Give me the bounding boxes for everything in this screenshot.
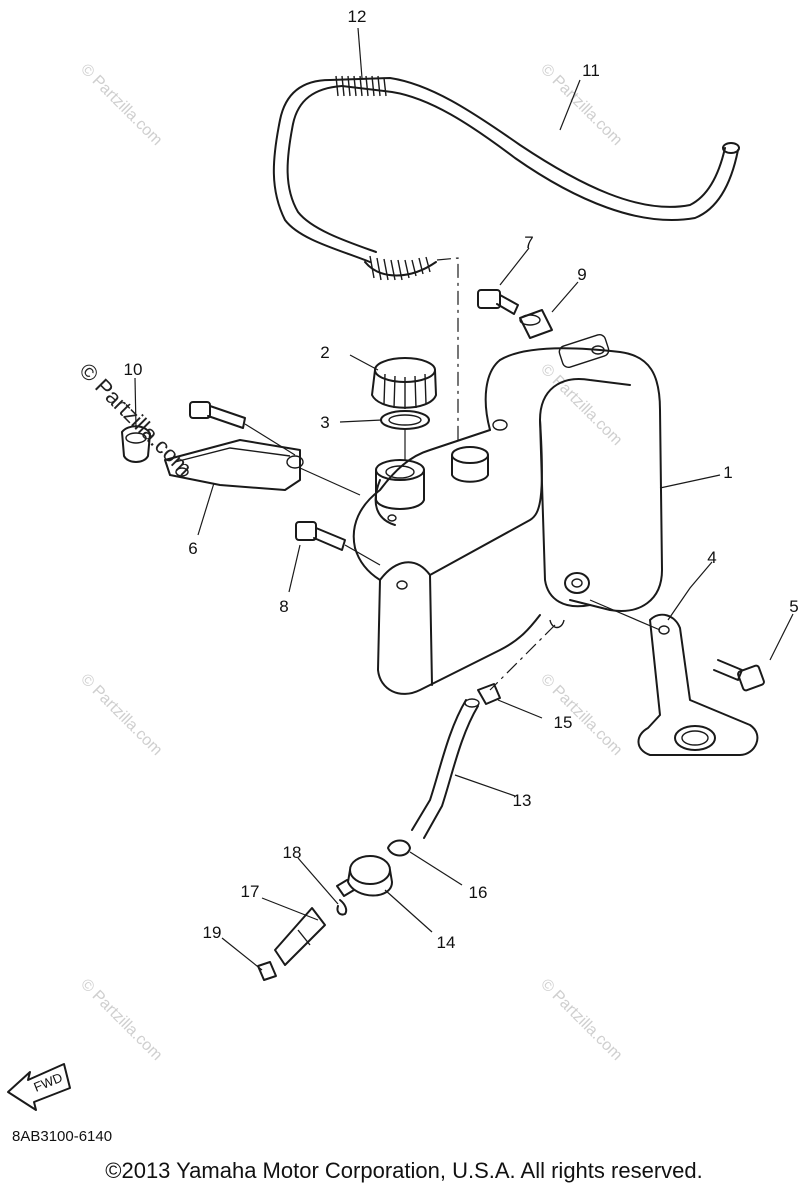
hose-coil-top bbox=[335, 75, 387, 97]
oil-tank bbox=[352, 333, 663, 695]
watermark: © Partzilla.com bbox=[537, 976, 625, 1064]
fasteners-and-brackets bbox=[121, 289, 553, 566]
watermark: © Partzilla.com bbox=[537, 671, 625, 759]
callout-labels: 1 2 3 4 5 6 7 8 9 10 11 12 13 14 15 16 1… bbox=[124, 7, 799, 952]
copyright-notice: ©2013 Yamaha Motor Corporation, U.S.A. A… bbox=[105, 1158, 703, 1183]
callout-6: 6 bbox=[188, 539, 197, 558]
callout-9: 9 bbox=[577, 265, 586, 284]
callout-8: 8 bbox=[279, 597, 288, 616]
callout-17: 17 bbox=[241, 882, 260, 901]
oil-line bbox=[257, 624, 556, 981]
watermark: © Partzilla.com bbox=[77, 61, 165, 149]
callout-18: 18 bbox=[283, 843, 302, 862]
callout-1: 1 bbox=[723, 463, 732, 482]
callout-15: 15 bbox=[554, 713, 573, 732]
breather-hose bbox=[272, 75, 740, 440]
watermark: © Partzilla.com bbox=[77, 671, 165, 759]
callout-5: 5 bbox=[789, 597, 798, 616]
callout-11: 11 bbox=[582, 61, 600, 80]
cap-assembly bbox=[371, 357, 437, 460]
lower-bracket bbox=[589, 599, 765, 756]
callout-10: 10 bbox=[124, 360, 143, 379]
callout-leaders bbox=[134, 27, 794, 971]
fwd-arrow-icon: FWD bbox=[7, 1063, 71, 1111]
callout-2: 2 bbox=[320, 343, 329, 362]
part-code: 8AB3100-6140 bbox=[12, 1128, 113, 1145]
hose-coil-bottom bbox=[369, 255, 431, 281]
callout-7: 7 bbox=[524, 233, 533, 252]
callout-13: 13 bbox=[513, 791, 532, 810]
watermark: © Partzilla.com bbox=[537, 361, 625, 449]
watermark: © Partzilla.com bbox=[77, 976, 165, 1064]
watermarks: © Partzilla.com © Partzilla.com © Partzi… bbox=[74, 61, 625, 1064]
callout-12: 12 bbox=[348, 7, 367, 26]
callout-16: 16 bbox=[469, 883, 488, 902]
callout-4: 4 bbox=[707, 548, 716, 567]
callout-3: 3 bbox=[320, 413, 329, 432]
callout-14: 14 bbox=[437, 933, 456, 952]
callout-19: 19 bbox=[203, 923, 222, 942]
